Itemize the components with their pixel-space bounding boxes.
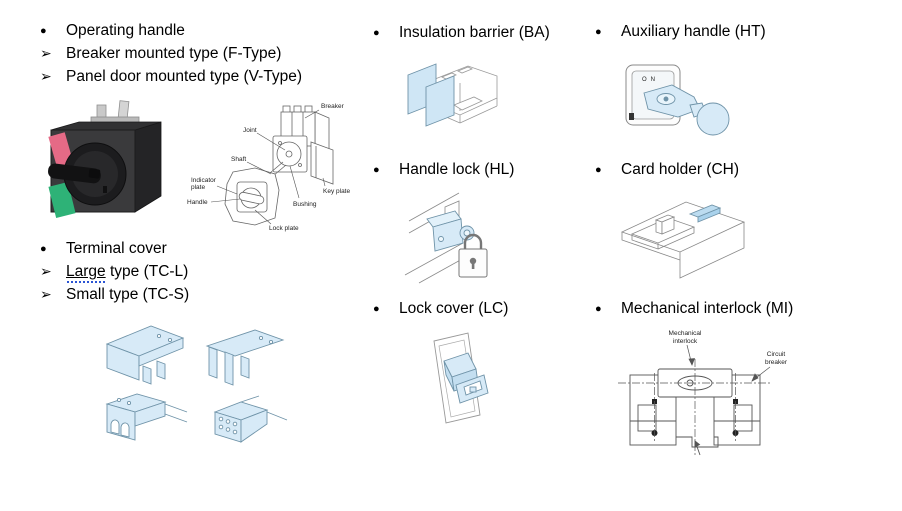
arrow-icon: ➢: [40, 286, 52, 302]
operating-handle-item-v-type: ➢ Panel door mounted type (V-Type): [40, 68, 302, 87]
v-type-label: Panel door mounted type (V-Type): [66, 68, 303, 85]
terminal-cover-title: Terminal cover: [66, 240, 167, 257]
operating-handle-photo: [45, 100, 177, 224]
insulation-barrier-figure: [398, 53, 505, 138]
tc-large-underlined-word: Large: [66, 263, 106, 280]
diagram-label-indicator: Indicator: [191, 177, 217, 184]
arrow-icon: ➢: [40, 68, 52, 84]
tc-large-label: Large type (TC-L): [66, 263, 188, 282]
diagram-label-shaft: Shaft: [231, 156, 246, 163]
bullet-icon: ●: [595, 303, 602, 315]
tc-large-rest: type (TC-L): [105, 263, 189, 280]
handle-lock-heading: ● Handle lock (HL): [373, 161, 514, 180]
insulation-barrier-heading: ● Insulation barrier (BA): [373, 24, 550, 43]
terminal-cover-item-large: ➢ Large type (TC-L): [40, 263, 188, 282]
terminal-cover-figures: [85, 318, 300, 444]
bullet-icon: ●: [373, 27, 380, 39]
terminal-cover-heading: ● Terminal cover: [40, 240, 167, 259]
handle-lock-title: Handle lock (HL): [399, 161, 515, 178]
card-holder-figure: [616, 186, 750, 287]
lock-cover-heading: ● Lock cover (LC): [373, 300, 508, 319]
lock-cover-title: Lock cover (LC): [399, 300, 509, 317]
card-holder-title: Card holder (CH): [621, 161, 740, 178]
operating-handle-heading: ● Operating handle: [40, 22, 185, 41]
mechanical-interlock-heading: ● Mechanical interlock (MI): [595, 300, 793, 319]
mi-label-breaker: breaker: [765, 359, 788, 366]
mechanical-interlock-diagram: Mechanical interlock Circuit breaker: [610, 325, 808, 461]
auxiliary-handle-title: Auxiliary handle (HT): [621, 23, 766, 40]
diagram-label-indicator-plate: plate: [191, 184, 205, 191]
mi-label-circuit: Circuit: [767, 351, 786, 358]
diagram-label-breaker: Breaker: [321, 103, 345, 110]
operating-handle-diagram: Breaker Joint Shaft Indicator plate Hand…: [183, 98, 360, 234]
bullet-icon: ●: [373, 303, 380, 315]
arrow-icon: ➢: [40, 263, 52, 279]
terminal-cover-item-small: ➢ Small type (TC-S): [40, 286, 189, 305]
mechanical-interlock-title: Mechanical interlock (MI): [621, 300, 794, 317]
diagram-label-bushing: Bushing: [293, 201, 317, 208]
bullet-icon: ●: [595, 26, 602, 38]
auxiliary-handle-heading: ● Auxiliary handle (HT): [595, 23, 766, 42]
bullet-icon: ●: [595, 164, 602, 176]
tc-small-label: Small type (TC-S): [66, 286, 190, 303]
diagram-label-lock-plate: Lock plate: [269, 225, 299, 232]
operating-handle-title: Operating handle: [66, 22, 185, 39]
lock-cover-figure: [418, 327, 505, 431]
f-type-label: Breaker mounted type (F-Type): [66, 45, 282, 62]
insulation-barrier-title: Insulation barrier (BA): [399, 24, 550, 41]
bullet-icon: ●: [40, 25, 47, 37]
arrow-icon: ➢: [40, 45, 52, 61]
operating-handle-item-f-type: ➢ Breaker mounted type (F-Type): [40, 45, 281, 64]
bullet-icon: ●: [373, 164, 380, 176]
mi-label-interlock: interlock: [673, 338, 698, 345]
mi-label-mechanical: Mechanical: [669, 330, 702, 337]
bullet-icon: ●: [40, 243, 47, 255]
diagram-label-handle: Handle: [187, 199, 208, 206]
aux-handle-on-label: ON: [642, 77, 659, 83]
auxiliary-handle-figure: ON: [618, 57, 737, 141]
card-holder-heading: ● Card holder (CH): [595, 161, 739, 180]
diagram-label-joint: Joint: [243, 127, 257, 134]
diagram-label-key-plate: Key plate: [323, 188, 350, 195]
handle-lock-figure: [403, 187, 500, 284]
